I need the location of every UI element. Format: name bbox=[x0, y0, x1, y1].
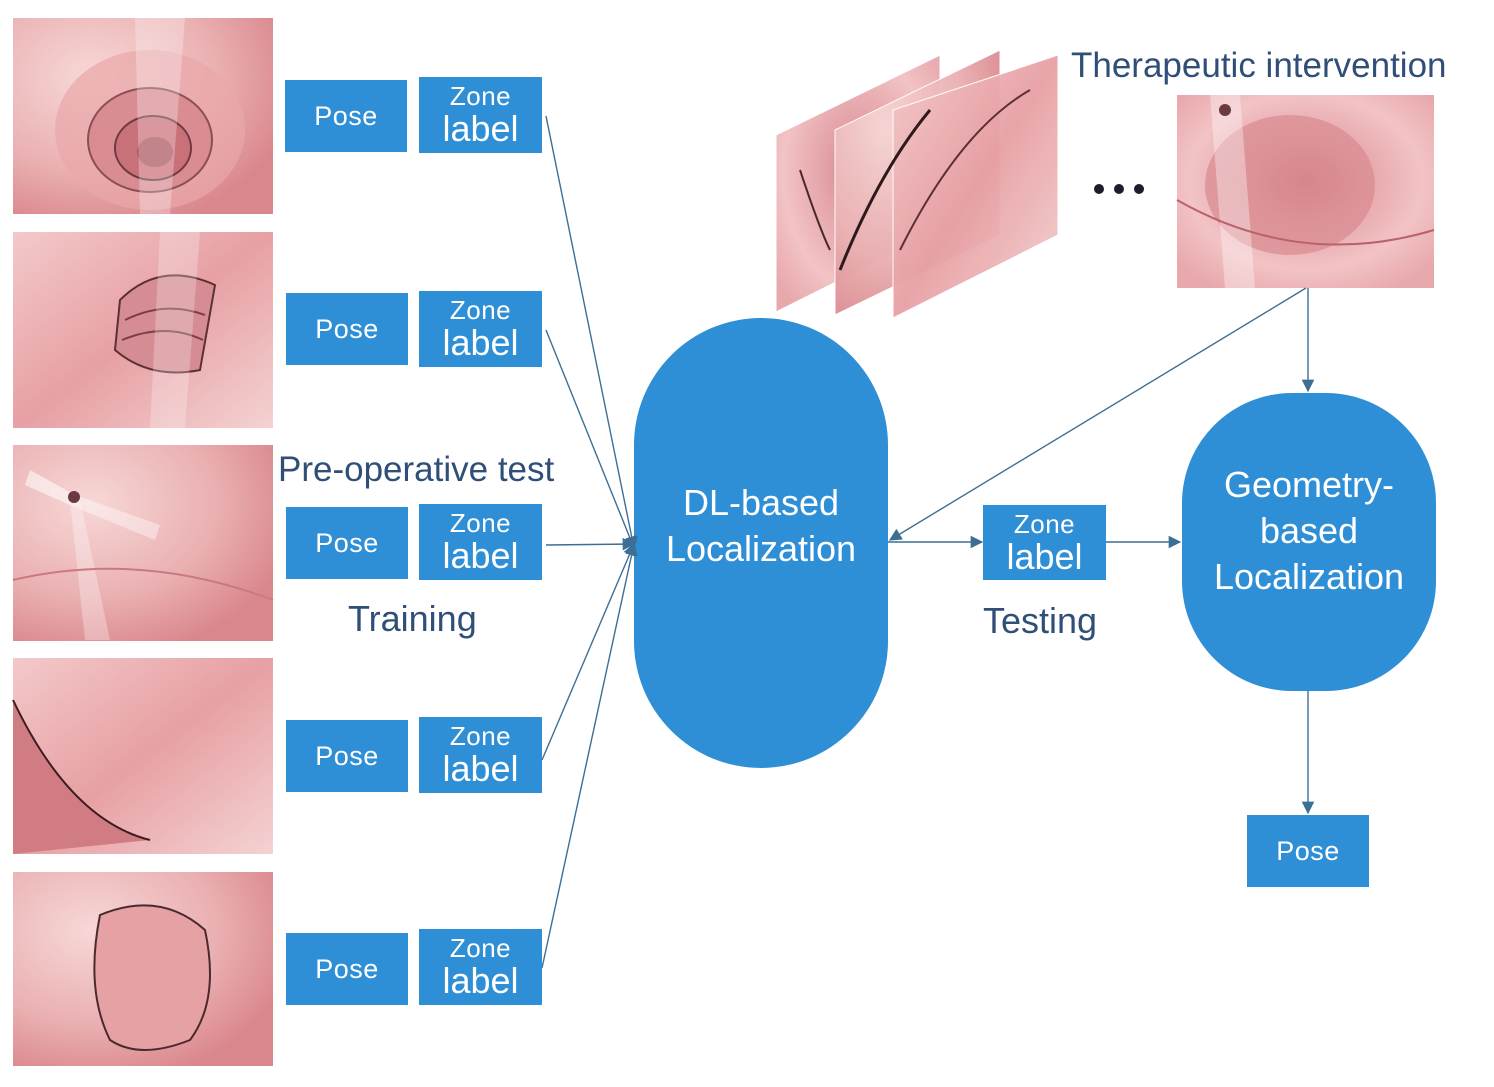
zone-label-line2: label bbox=[442, 748, 519, 789]
therapeutic-intervention-label: Therapeutic intervention bbox=[1071, 46, 1447, 85]
zone-label-box-2: Zone label bbox=[419, 291, 542, 367]
connector-zone-5 bbox=[541, 542, 638, 969]
therapeutic-frame bbox=[1176, 95, 1435, 288]
dl-localization-node-shape bbox=[634, 318, 888, 768]
training-connectors bbox=[541, 115, 638, 969]
zone-label-line2: label bbox=[442, 960, 519, 1001]
geometry-node-line2: based bbox=[1259, 510, 1359, 551]
connector-zone-1 bbox=[545, 115, 638, 550]
zone-label-line1: Zone bbox=[449, 295, 512, 325]
connector-zone-3 bbox=[545, 537, 636, 551]
dl-node-line1: DL-based bbox=[682, 482, 840, 523]
connector-therapeutic-to-dl bbox=[888, 287, 1307, 541]
pose-box-2: Pose bbox=[286, 293, 408, 365]
zone-label-line1: Zone bbox=[449, 508, 512, 538]
geometry-localization-node: Geometry- based Localization bbox=[1182, 462, 1436, 600]
zone-label-line2: label bbox=[442, 322, 519, 363]
zone-label-box-5: Zone label bbox=[419, 929, 542, 1005]
geometry-node-line1: Geometry- bbox=[1223, 464, 1395, 505]
zone-label-box-1: Zone label bbox=[419, 77, 542, 153]
frame-4 bbox=[12, 658, 273, 854]
dl-node-line2: Localization bbox=[665, 528, 857, 569]
pose-box-4: Pose bbox=[286, 720, 408, 792]
zone-label-line2: label bbox=[442, 535, 519, 576]
zone-label-line1: Zone bbox=[449, 721, 512, 751]
zone-label-line1: Zone bbox=[449, 81, 512, 111]
dl-localization-node: DL-based Localization bbox=[634, 480, 888, 572]
output-pose-box: Pose bbox=[1247, 815, 1369, 887]
test-zone-line1: Zone bbox=[1013, 508, 1076, 539]
frame-3 bbox=[12, 445, 274, 641]
pose-box-5: Pose bbox=[286, 933, 408, 1005]
zone-label-box-4: Zone label bbox=[419, 717, 542, 793]
test-zone-label-box: Zone label bbox=[983, 505, 1106, 580]
therapeutic-frame-stack bbox=[775, 49, 1059, 319]
connector-zone-4 bbox=[541, 542, 636, 761]
training-label: Training bbox=[348, 598, 477, 639]
geometry-localization-node-shape bbox=[1182, 393, 1436, 691]
zone-label-line1: Zone bbox=[449, 933, 512, 963]
frame-2 bbox=[13, 232, 273, 428]
zone-label-line2: label bbox=[442, 108, 519, 149]
pose-box-1: Pose bbox=[285, 80, 407, 152]
connector-zone-2 bbox=[545, 329, 636, 550]
zone-label-box-3: Zone label bbox=[419, 504, 542, 580]
geometry-node-line3: Localization bbox=[1213, 556, 1405, 597]
frame-5 bbox=[13, 872, 273, 1066]
test-zone-line2: label bbox=[1006, 535, 1083, 577]
frame-1 bbox=[13, 18, 273, 214]
pose-box-3: Pose bbox=[286, 507, 408, 579]
testing-label: Testing bbox=[983, 600, 1098, 641]
ellipsis-dots-icon bbox=[1094, 184, 1144, 194]
preoperative-test-label: Pre-operative test bbox=[278, 450, 555, 489]
